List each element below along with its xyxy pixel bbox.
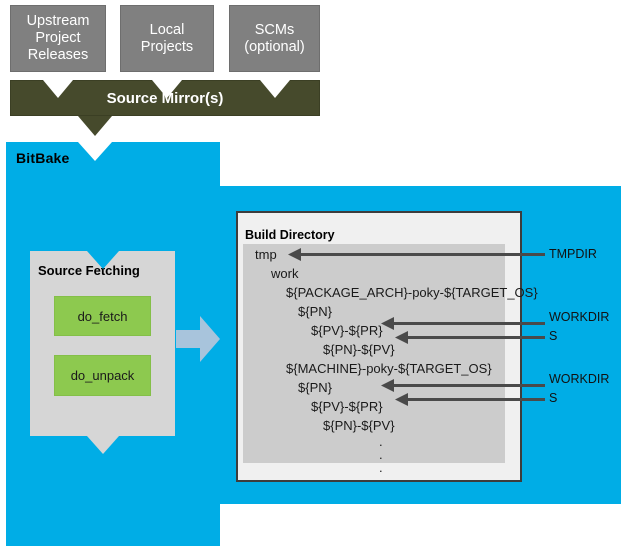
task-do-unpack[interactable]: do_unpack <box>54 355 151 396</box>
variable-label-workdir-1: WORKDIR <box>549 310 610 324</box>
source-box-scms-line2: (optional) <box>244 38 305 55</box>
source-box-scms: SCMs (optional) <box>229 5 320 72</box>
connector-tmpdir <box>293 253 545 256</box>
source-box-upstream: Upstream Project Releases <box>10 5 106 72</box>
source-fetching-panel <box>30 251 175 436</box>
source-box-scms-line1: SCMs <box>254 21 295 38</box>
connector-s-1 <box>400 336 545 339</box>
tree-item-pv-pr-2: ${PV}-${PR} <box>311 399 383 414</box>
tree-item-machine: ${MACHINE}-poky-${TARGET_OS} <box>286 361 492 376</box>
fetch-to-builddir-arrow-icon <box>176 316 220 362</box>
bitbake-region-left-foot <box>6 500 220 546</box>
tree-item-package-arch: ${PACKAGE_ARCH}-poky-${TARGET_OS} <box>286 285 538 300</box>
bitbake-region-top <box>6 142 220 188</box>
tree-item-work: work <box>271 266 299 281</box>
tree-item-pv-pr-1: ${PV}-${PR} <box>311 323 383 338</box>
source-box-upstream-line3: Releases <box>27 47 89 63</box>
source-box-upstream-line1: Upstream <box>26 13 90 29</box>
tree-ellipsis-dot-3: . <box>379 460 383 475</box>
variable-label-s-1: S <box>549 329 558 343</box>
connector-s-2 <box>400 398 545 401</box>
source-box-local-line2: Projects <box>140 38 194 55</box>
source-box-upstream-line2: Project <box>35 30 81 46</box>
connector-workdir-2 <box>386 384 545 387</box>
variable-label-tmpdir: TMPDIR <box>549 247 597 261</box>
mirror-output-arrow-icon <box>78 116 112 136</box>
tree-item-tmp: tmp <box>255 247 277 262</box>
task-do-fetch-label: do_fetch <box>77 308 128 324</box>
task-do-fetch[interactable]: do_fetch <box>54 296 151 336</box>
tree-item-pn-2: ${PN} <box>298 380 332 395</box>
tree-item-pn-pv-1: ${PN}-${PV} <box>323 342 395 357</box>
source-mirror-label: Source Mirror(s) <box>106 89 224 107</box>
connector-workdir-1 <box>386 322 545 325</box>
build-directory-tree: tmp work ${PACKAGE_ARCH}-poky-${TARGET_O… <box>243 244 538 475</box>
source-fetching-title: Source Fetching <box>38 263 140 278</box>
variable-label-s-2: S <box>549 391 558 405</box>
source-box-local: Local Projects <box>120 5 214 72</box>
variable-label-workdir-2: WORKDIR <box>549 372 610 386</box>
tree-ellipsis-dot-2: . <box>379 447 383 462</box>
source-box-local-line1: Local <box>149 21 185 38</box>
tree-item-pn-1: ${PN} <box>298 304 332 319</box>
bitbake-label: BitBake <box>16 150 70 166</box>
tree-ellipsis-dot-1: . <box>379 434 383 449</box>
tree-item-pn-pv-2: ${PN}-${PV} <box>323 418 395 433</box>
build-directory-title: Build Directory <box>245 228 335 242</box>
task-do-unpack-label: do_unpack <box>70 368 135 383</box>
